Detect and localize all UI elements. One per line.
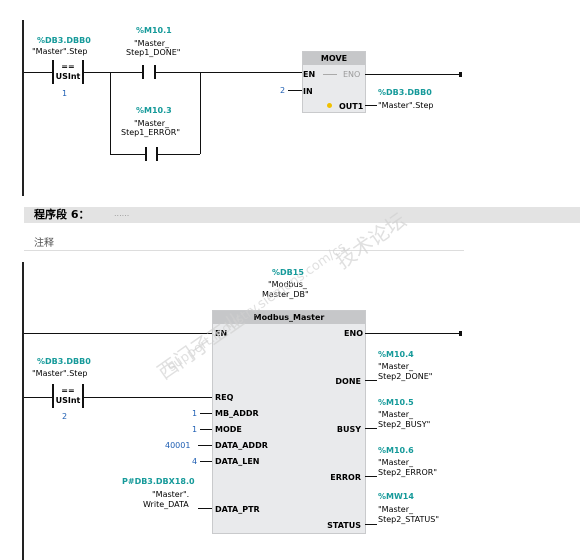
modbus-master-block[interactable]: Modbus_Master EN ENO REQ MB_ADDR MODE DA… [212, 310, 366, 534]
output-done-symbol-1[interactable]: "Master_ [378, 362, 413, 371]
modbus-eno-label: ENO [344, 329, 363, 338]
input-mb-addr-value[interactable]: 1 [192, 409, 198, 418]
modbus-en-label: EN [215, 329, 228, 338]
input-data-addr-value[interactable]: 40001 [165, 441, 191, 450]
output-status-symbol-2[interactable]: Step2_STATUS" [378, 515, 439, 524]
move-out-label: OUT1 [339, 102, 364, 111]
wire-contact1-move [156, 72, 302, 73]
cmp1-box[interactable]: == USInt [52, 60, 84, 84]
branch-wire-bottom-right [158, 154, 200, 155]
wire-cmp1-contact1 [82, 72, 142, 73]
data-ptr-symbol-1[interactable]: "Master". [152, 490, 190, 499]
move-out-symbol[interactable]: "Master".Step [378, 101, 434, 110]
req-wire [82, 397, 212, 398]
pin-req: REQ [215, 393, 234, 402]
cmp1-type: USInt [55, 72, 81, 81]
output-busy-symbol-1[interactable]: "Master_ [378, 410, 413, 419]
power-rail-top [22, 20, 24, 196]
data-ptr-symbol-2[interactable]: Write_DATA [143, 500, 189, 509]
cmp2-box[interactable]: == USInt [52, 384, 84, 408]
move-eno-label: ENO [343, 70, 361, 79]
cmp1-operand[interactable]: %DB3.DBB0 [37, 36, 91, 45]
output-done-symbol-2[interactable]: Step2_DONE" [378, 372, 433, 381]
output-done-address[interactable]: %M10.4 [378, 350, 414, 359]
cmp2-symbol[interactable]: "Master".Step [32, 369, 88, 378]
contact1-symbol-2[interactable]: Step1_DONE" [126, 48, 181, 57]
move-out-wire [365, 105, 377, 106]
input-data-addr-wire [198, 445, 212, 446]
output-done-wire [365, 380, 377, 381]
contact1-address[interactable]: %M10.1 [136, 26, 172, 35]
input-data-len-wire [200, 461, 212, 462]
pin-error: ERROR [330, 473, 361, 482]
modbus-title: Modbus_Master [213, 311, 365, 324]
move-title: MOVE [303, 52, 365, 65]
data-ptr-address[interactable]: P#DB3.DBX18.0 [122, 477, 195, 486]
pin-status: STATUS [327, 521, 361, 530]
input-mode-value[interactable]: 1 [192, 425, 198, 434]
cmp2-operand[interactable]: %DB3.DBB0 [37, 357, 91, 366]
output-error-symbol-1[interactable]: "Master_ [378, 458, 413, 467]
contact2-symbol-2[interactable]: Step1_ERROR" [121, 128, 181, 137]
cmp1-wire-left [24, 72, 52, 73]
power-rail-bottom [22, 262, 24, 560]
move-out-marker-icon [327, 103, 332, 108]
cmp2-type: USInt [55, 396, 81, 405]
output-busy-address[interactable]: %M10.5 [378, 398, 414, 407]
output-busy-wire [365, 428, 377, 429]
instance-symbol-2[interactable]: Master_DB" [262, 290, 309, 299]
branch-right [200, 72, 201, 154]
modbus-eno-wire [365, 333, 460, 334]
output-error-symbol-2[interactable]: Step2_ERROR" [378, 468, 438, 477]
input-mb-addr-wire [200, 413, 212, 414]
modbus-en-wire [24, 333, 212, 334]
cmp1-value[interactable]: 1 [62, 89, 68, 98]
contact1-symbol-1[interactable]: "Master_ [134, 39, 169, 48]
move-block[interactable]: MOVE EN ENO IN OUT1 [302, 51, 366, 113]
pin-data-addr: DATA_ADDR [215, 441, 268, 450]
data-ptr-wire [198, 508, 212, 509]
output-status-address[interactable]: %MW14 [378, 492, 414, 501]
segment-title: 程序段 6： [34, 208, 90, 221]
pin-data-ptr: DATA_PTR [215, 505, 260, 514]
cmp2-wire-left [24, 397, 52, 398]
cmp2-value[interactable]: 2 [62, 412, 68, 421]
move-in-wire [288, 90, 302, 91]
segment-divider [24, 250, 464, 251]
output-status-symbol-1[interactable]: "Master_ [378, 505, 413, 514]
branch-wire-bottom-left [110, 154, 146, 155]
segment-comment[interactable]: 注释 [34, 238, 54, 249]
input-data-len-value[interactable]: 4 [192, 457, 198, 466]
cmp1-operator: == [61, 62, 75, 71]
segment-header[interactable] [24, 207, 580, 223]
contact2-address[interactable]: %M10.3 [136, 106, 172, 115]
modbus-eno-end [459, 331, 462, 336]
move-in-label: IN [303, 87, 313, 96]
pin-done: DONE [335, 377, 361, 386]
move-in-value[interactable]: 2 [280, 86, 286, 95]
move-out-address[interactable]: %DB3.DBB0 [378, 88, 432, 97]
branch-left [110, 72, 111, 154]
cmp1-symbol[interactable]: "Master".Step [32, 47, 88, 56]
pin-mode: MODE [215, 425, 242, 434]
output-busy-symbol-2[interactable]: Step2_BUSY" [378, 420, 431, 429]
output-error-address[interactable]: %M10.6 [378, 446, 414, 455]
instance-symbol-1[interactable]: "Modbus_ [268, 280, 307, 289]
segment-dots: ...... [114, 209, 130, 218]
move-eno-end [459, 72, 462, 77]
input-mode-wire [200, 429, 212, 430]
instance-address[interactable]: %DB15 [272, 268, 304, 277]
move-en-label: EN [303, 70, 316, 79]
pin-mb-addr: MB_ADDR [215, 409, 259, 418]
move-eno-wire [365, 74, 460, 75]
pin-data-len: DATA_LEN [215, 457, 260, 466]
contact2-symbol-1[interactable]: "Master_ [134, 119, 169, 128]
output-status-wire [365, 524, 377, 525]
output-error-wire [365, 476, 377, 477]
cmp2-operator: == [61, 386, 75, 395]
pin-busy: BUSY [336, 425, 361, 434]
